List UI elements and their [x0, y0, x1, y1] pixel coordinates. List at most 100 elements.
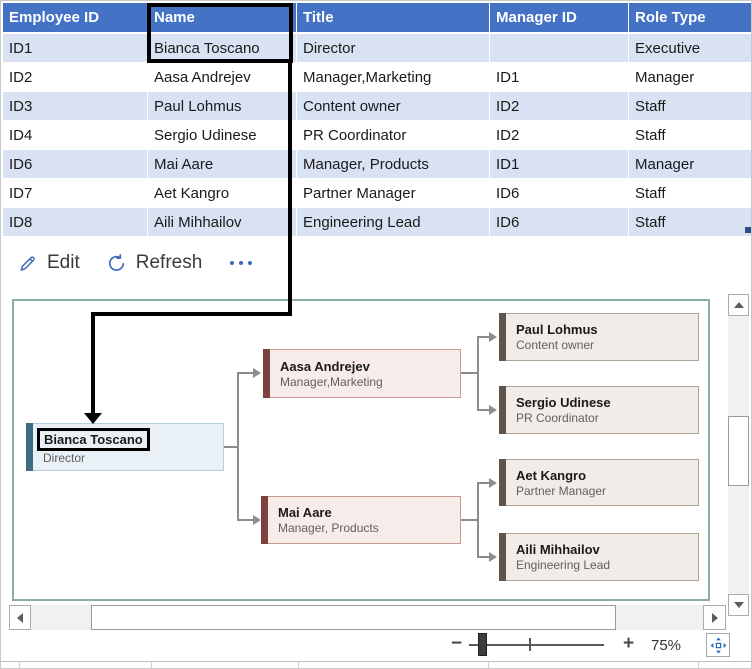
ellipsis-icon	[248, 261, 253, 265]
cell[interactable]: Director	[297, 33, 490, 62]
node-title: Engineering Lead	[516, 558, 611, 572]
cell[interactable]: Content owner	[297, 91, 490, 120]
cell[interactable]: Manager, Products	[297, 149, 490, 178]
cell[interactable]: ID1	[3, 33, 148, 62]
scroll-left-button[interactable]	[9, 605, 31, 630]
zoom-in-button[interactable]: +	[623, 633, 635, 654]
connector-arrow-icon	[489, 405, 497, 415]
org-node-aili-mihhailov[interactable]: Aili Mihhailov Engineering Lead	[499, 533, 699, 581]
node-name: Aasa Andrejev	[280, 358, 370, 374]
col-header-title[interactable]: Title	[297, 3, 490, 33]
cell[interactable]: ID3	[3, 91, 148, 120]
connector-arrow-icon	[489, 332, 497, 342]
worksheet-edge	[1, 661, 751, 668]
col-header-role-type[interactable]: Role Type	[629, 3, 751, 33]
right-arrow-icon	[711, 612, 718, 623]
cell[interactable]: Staff	[629, 120, 751, 149]
zoom-slider-thumb[interactable]	[478, 633, 487, 656]
zoom-slider-track[interactable]	[469, 644, 604, 646]
fit-to-window-button[interactable]	[706, 633, 730, 657]
col-header-manager-id[interactable]: Manager ID	[490, 3, 629, 33]
more-options-button[interactable]	[228, 255, 254, 271]
cell[interactable]: Aili Mihhailov	[148, 207, 297, 236]
org-node-aet-kangro[interactable]: Aet Kangro Partner Manager	[499, 459, 699, 506]
scroll-right-button[interactable]	[703, 605, 726, 630]
table-header-row: Employee ID Name Title Manager ID Role T…	[3, 3, 751, 33]
cell-highlighted[interactable]: Bianca Toscano	[148, 33, 297, 62]
cell[interactable]: Aet Kangro	[148, 178, 297, 207]
connector-line	[237, 372, 253, 374]
cell[interactable]: Aasa Andrejev	[148, 62, 297, 91]
cell[interactable]: Manager	[629, 62, 751, 91]
node-name: Sergio Udinese	[516, 395, 611, 410]
cell[interactable]: Staff	[629, 207, 751, 236]
org-node-paul-lohmus[interactable]: Paul Lohmus Content owner	[499, 313, 699, 361]
refresh-button[interactable]: Refresh	[106, 252, 202, 274]
cell[interactable]: Executive	[629, 33, 751, 62]
cell[interactable]: ID2	[490, 120, 629, 149]
cell[interactable]: ID6	[490, 178, 629, 207]
node-accent-bar	[26, 423, 33, 471]
cell[interactable]: Paul Lohmus	[148, 91, 297, 120]
fit-to-window-icon	[710, 637, 726, 653]
cell[interactable]: ID4	[3, 120, 148, 149]
org-node-aasa-andrejev[interactable]: Aasa Andrejev Manager,Marketing	[263, 349, 461, 398]
org-node-mai-aare[interactable]: Mai Aare Manager, Products	[261, 496, 461, 544]
node-accent-bar	[261, 496, 268, 544]
connector-line	[477, 409, 489, 411]
cell[interactable]: Sergio Udinese	[148, 120, 297, 149]
cell[interactable]: Partner Manager	[297, 178, 490, 207]
node-accent-bar	[499, 313, 506, 361]
cell[interactable]: Staff	[629, 91, 751, 120]
scroll-up-button[interactable]	[728, 294, 749, 316]
cell[interactable]: ID6	[3, 149, 148, 178]
connector-arrow-icon	[489, 478, 497, 488]
cell[interactable]: Staff	[629, 178, 751, 207]
cell[interactable]: Manager	[629, 149, 751, 178]
connector-line	[237, 372, 239, 521]
edit-button[interactable]: Edit	[17, 252, 80, 274]
cell[interactable]: ID8	[3, 207, 148, 236]
cell[interactable]: ID6	[490, 207, 629, 236]
node-name: Aili Mihhailov	[516, 542, 600, 557]
refresh-icon	[108, 253, 124, 271]
cell[interactable]: Manager,Marketing	[297, 62, 490, 91]
node-title: Director	[43, 451, 86, 465]
vertical-scroll-thumb[interactable]	[728, 416, 749, 486]
cell[interactable]: Engineering Lead	[297, 207, 490, 236]
zoom-out-button[interactable]: −	[451, 633, 463, 654]
connector-line	[477, 482, 489, 484]
connector-arrow-icon	[253, 368, 261, 378]
org-node-sergio-udinese[interactable]: Sergio Udinese PR Coordinator	[499, 386, 699, 434]
cell[interactable]	[490, 33, 629, 62]
up-arrow-icon	[733, 302, 744, 308]
cell[interactable]: Mai Aare	[148, 149, 297, 178]
horizontal-scroll-thumb[interactable]	[91, 605, 616, 630]
cell[interactable]: ID1	[490, 62, 629, 91]
col-header-employee-id[interactable]: Employee ID	[3, 3, 148, 33]
zoom-slider-midpoint-tick	[529, 638, 531, 651]
cell[interactable]: ID7	[3, 178, 148, 207]
chart-toolbar: Edit Refresh	[17, 247, 254, 279]
cell[interactable]: PR Coordinator	[297, 120, 490, 149]
cell[interactable]: ID2	[3, 62, 148, 91]
col-header-name[interactable]: Name	[148, 3, 297, 33]
node-title: Manager,Marketing	[280, 374, 383, 389]
table-resize-handle[interactable]	[745, 227, 751, 233]
scroll-down-button[interactable]	[728, 594, 749, 616]
cell[interactable]: ID2	[490, 91, 629, 120]
ellipsis-icon	[239, 261, 244, 265]
node-name: Paul Lohmus	[516, 322, 598, 337]
org-node-bianca-toscano[interactable]: Bianca Toscano Director	[26, 423, 224, 471]
node-title: Partner Manager	[516, 483, 607, 498]
ellipsis-icon	[230, 261, 235, 265]
cell[interactable]: ID1	[490, 149, 629, 178]
